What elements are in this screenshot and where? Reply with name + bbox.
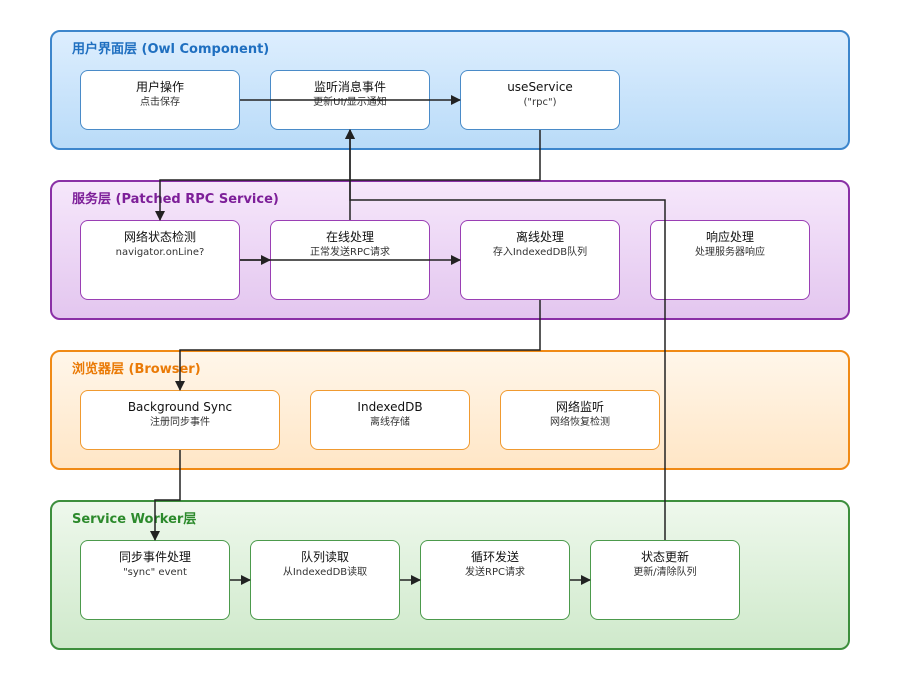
node-subtitle: navigator.onLine? (115, 247, 205, 258)
node-message-listener[interactable]: 监听消息事件 更新UI/显示通知 (270, 70, 430, 130)
node-use-service[interactable]: useService ("rpc") (460, 70, 620, 130)
node-queue-read[interactable]: 队列读取 从IndexedDB读取 (250, 540, 400, 620)
browser-layer-title: 浏览器层 (Browser) (72, 362, 201, 377)
node-title: 响应处理 (705, 230, 754, 244)
node-subtitle: 正常发送RPC请求 (310, 247, 390, 258)
node-subtitle: 存入IndexedDB队列 (492, 247, 588, 258)
node-subtitle: 发送RPC请求 (465, 567, 525, 578)
node-title: 用户操作 (135, 80, 184, 94)
node-status-update[interactable]: 状态更新 更新/清除队列 (590, 540, 740, 620)
node-subtitle: 点击保存 (140, 97, 180, 108)
node-background-sync[interactable]: Background Sync 注册同步事件 (80, 390, 280, 450)
service-worker-layer-title: Service Worker层 (72, 512, 197, 527)
node-title: IndexedDB (357, 400, 423, 414)
node-indexeddb[interactable]: IndexedDB 离线存储 (310, 390, 470, 450)
node-title: 网络状态检测 (123, 230, 196, 244)
node-title: Background Sync (127, 400, 233, 414)
node-title: 循环发送 (470, 550, 519, 564)
node-title: useService (507, 80, 573, 94)
node-subtitle: ("rpc") (523, 97, 557, 108)
ui-layer-title: 用户界面层 (Owl Component) (72, 42, 270, 57)
node-title: 监听消息事件 (313, 80, 386, 94)
node-subtitle: 更新/清除队列 (633, 567, 697, 578)
node-user-action[interactable]: 用户操作 点击保存 (80, 70, 240, 130)
node-title: 同步事件处理 (118, 550, 191, 564)
node-title: 离线处理 (515, 230, 564, 244)
node-subtitle: 网络恢复检测 (550, 417, 610, 428)
node-sync-event[interactable]: 同步事件处理 "sync" event (80, 540, 230, 620)
node-subtitle: 处理服务器响应 (695, 247, 765, 258)
node-title: 网络监听 (555, 400, 604, 414)
node-title: 状态更新 (640, 550, 689, 564)
node-subtitle: 注册同步事件 (150, 417, 210, 428)
node-network-check[interactable]: 网络状态检测 navigator.onLine? (80, 220, 240, 300)
node-offline-handling[interactable]: 离线处理 存入IndexedDB队列 (460, 220, 620, 300)
node-network-listener[interactable]: 网络监听 网络恢复检测 (500, 390, 660, 450)
node-online-handling[interactable]: 在线处理 正常发送RPC请求 (270, 220, 430, 300)
service-layer-title: 服务层 (Patched RPC Service) (72, 192, 279, 207)
node-subtitle: 离线存储 (370, 417, 410, 428)
node-loop-send[interactable]: 循环发送 发送RPC请求 (420, 540, 570, 620)
node-response-handling[interactable]: 响应处理 处理服务器响应 (650, 220, 810, 300)
node-title: 队列读取 (300, 550, 349, 564)
node-subtitle: "sync" event (123, 567, 187, 578)
node-subtitle: 更新UI/显示通知 (313, 97, 387, 108)
node-title: 在线处理 (325, 230, 374, 244)
node-subtitle: 从IndexedDB读取 (282, 567, 368, 578)
